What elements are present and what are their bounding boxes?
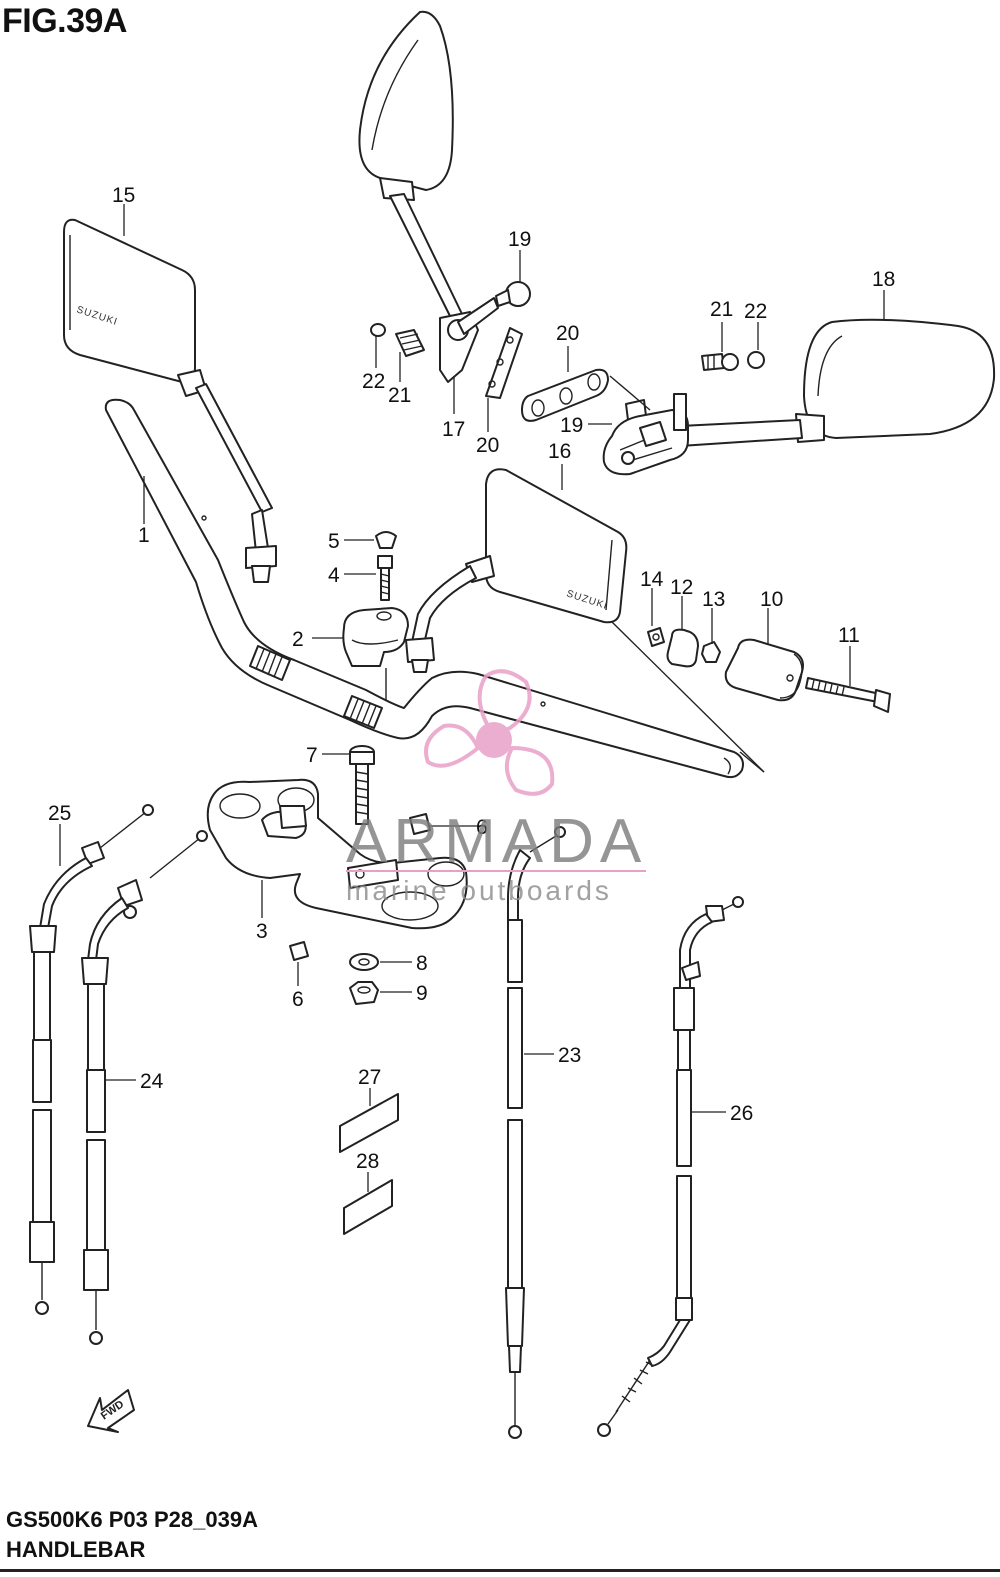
washer-14 <box>647 627 665 647</box>
part-label-7: 7 <box>306 744 318 767</box>
mirror-18 <box>602 318 996 476</box>
part-label-26: 26 <box>730 1102 753 1125</box>
part-label-19-upper: 19 <box>508 228 531 251</box>
part-label-19-lower: 19 <box>560 414 583 437</box>
screw-21-left <box>395 329 425 357</box>
part-label-18: 18 <box>872 268 895 291</box>
screw-21-right <box>701 353 739 371</box>
bracket-20-b <box>521 368 609 422</box>
balancer-10 <box>724 638 804 702</box>
mirror-16: SUZUKI <box>405 468 628 673</box>
part-label-11: 11 <box>838 624 860 647</box>
part-label-20-lower: 20 <box>476 434 499 457</box>
part-label-9: 9 <box>416 982 428 1005</box>
part-label-14: 14 <box>640 568 664 591</box>
cap-22-right <box>747 351 765 369</box>
cable-25 <box>29 804 154 1315</box>
mirror-17 <box>358 10 531 383</box>
bolt-4 <box>377 555 393 601</box>
part-label-15: 15 <box>112 184 135 207</box>
leader-lines <box>59 204 885 1192</box>
part-label-4: 4 <box>328 564 340 587</box>
label-27 <box>339 1093 399 1153</box>
bottom-rule <box>0 1569 1000 1572</box>
part-label-13: 13 <box>702 588 725 611</box>
figure-name: HANDLEBAR <box>6 1537 146 1562</box>
watermark-brand: ARMADA <box>346 807 647 876</box>
cable-24 <box>81 830 208 1345</box>
nut-13 <box>701 641 721 663</box>
cable-23 <box>505 826 566 1439</box>
part-label-20-upper: 20 <box>556 322 579 345</box>
cap-22-left <box>370 323 386 337</box>
cushion-6-upper <box>409 813 431 835</box>
spacer-12 <box>666 628 699 668</box>
part-label-28: 28 <box>356 1150 379 1173</box>
part-label-3: 3 <box>256 920 268 943</box>
bolt-19-lower <box>609 375 651 421</box>
part-label-21-right: 21 <box>710 298 733 321</box>
part-label-22-right: 22 <box>744 300 767 323</box>
nut-9 <box>349 981 379 1005</box>
part-label-6-lower: 6 <box>292 988 304 1011</box>
part-label-8: 8 <box>416 952 428 975</box>
cushion-6-lower <box>289 941 309 961</box>
watermark: ARMADA marine outboards <box>346 669 647 906</box>
part-label-5: 5 <box>328 530 340 553</box>
part-label-2: 2 <box>292 628 304 651</box>
part-label-17: 17 <box>442 418 465 441</box>
part-label-10: 10 <box>760 588 783 611</box>
part-label-1: 1 <box>138 524 150 547</box>
part-label-25: 25 <box>48 802 71 825</box>
bracket-20-a <box>485 327 523 399</box>
clamp-2 <box>342 607 409 667</box>
part-label-6-upper: 6 <box>476 816 488 839</box>
watermark-tagline: marine outboards <box>346 875 612 906</box>
part-label-24: 24 <box>140 1070 164 1093</box>
part-label-22-left: 22 <box>362 370 385 393</box>
bolt-7 <box>349 745 375 825</box>
screw-11 <box>805 677 891 713</box>
label-28 <box>343 1179 393 1235</box>
fwd-arrow: FWD <box>87 1389 135 1433</box>
propeller-logo <box>424 669 555 796</box>
part-label-12: 12 <box>670 576 693 599</box>
part-label-23: 23 <box>558 1044 581 1067</box>
part-labels: 1 2 3 4 5 6 6 7 8 9 10 11 12 13 14 15 16… <box>48 184 895 1173</box>
part-label-16: 16 <box>548 440 571 463</box>
handlebar-1 <box>104 398 744 779</box>
mirror-15: SUZUKI <box>63 218 277 583</box>
figure-code: GS500K6 P03 P28_039A <box>6 1507 258 1532</box>
part-label-27: 27 <box>358 1066 381 1089</box>
part-label-21-left: 21 <box>388 384 411 407</box>
cable-26 <box>597 896 744 1437</box>
washer-8 <box>349 953 379 971</box>
holder-3 <box>206 778 468 930</box>
figure-title: FIG.39A <box>2 2 127 40</box>
cap-5 <box>375 531 397 549</box>
